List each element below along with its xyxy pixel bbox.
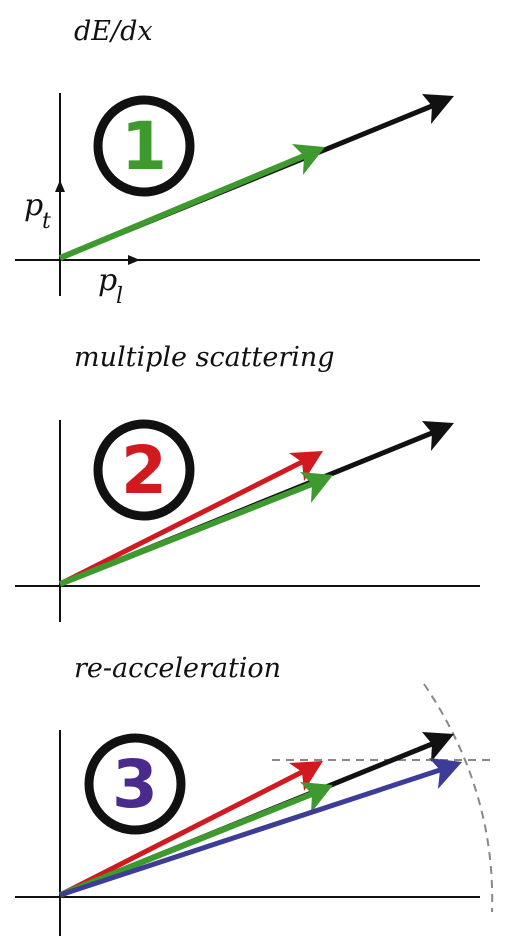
panel-1-number-circle [93, 95, 195, 197]
pl-label-subscript: l [116, 284, 123, 309]
panel-2-caption: multiple scattering [74, 342, 335, 373]
panel-3-blue-vector [59, 767, 441, 898]
panel-1-green-vector [58, 153, 306, 261]
panel-3: re-acceleration 3 [15, 653, 494, 936]
panel-3-red-vector [58, 769, 304, 898]
panel-2-black-arrowhead [422, 421, 454, 451]
panel-2-number: 2 [121, 432, 167, 509]
panel-1-black-arrowhead [422, 94, 454, 124]
panel-3-blue-arrowhead [429, 758, 462, 789]
panel-2-red-arrowhead [289, 451, 323, 481]
pl-label: p [98, 263, 117, 298]
pt-label-subscript: t [42, 209, 51, 234]
panel-2-green-arrowhead [300, 472, 333, 503]
panel-3-number-circle [84, 733, 186, 835]
pt-label: p [24, 188, 43, 223]
pt-axis-arrowhead [55, 180, 65, 192]
panel-3-dashed-arc [423, 683, 494, 913]
panel-1-green-arrowhead [292, 144, 325, 175]
panel-3-green-vector [58, 791, 314, 898]
panel-3-caption: re-acceleration [74, 653, 281, 684]
panel-1: dE/dx p t p l 1 [15, 16, 480, 309]
panel-1-number: 1 [121, 108, 167, 185]
panel-2: multiple scattering 2 [15, 342, 480, 622]
panel-2-green-vector [58, 481, 314, 587]
panel-1-caption: dE/dx [74, 16, 153, 47]
panel-3-black-arrowhead [422, 732, 454, 762]
panel-2-red-vector [58, 459, 304, 587]
panel-3-number: 3 [112, 746, 158, 823]
panel-3-red-arrowhead [289, 761, 323, 791]
panel-2-number-circle [93, 419, 195, 521]
panel-3-green-arrowhead [300, 782, 333, 813]
pl-axis-arrowhead [128, 255, 140, 265]
